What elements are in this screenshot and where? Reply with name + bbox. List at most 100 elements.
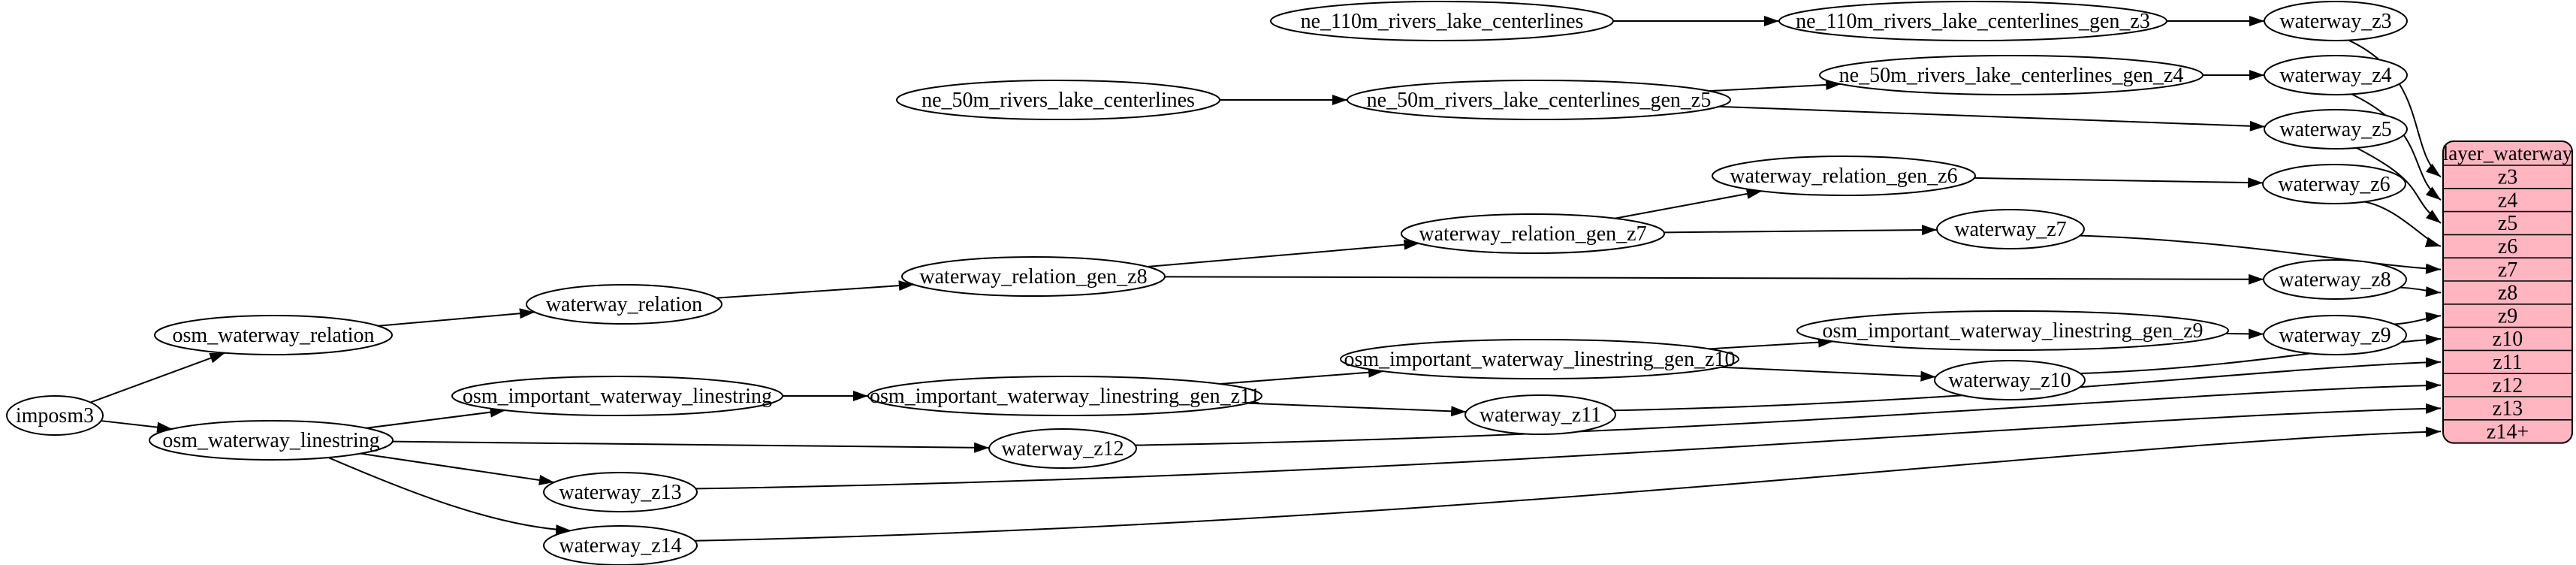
edge-waterway_z11-to-layer_waterway-z11 (1613, 357, 2442, 412)
node-ellipse-waterway_relation (526, 284, 722, 325)
node-label-ne_110m_rivers_lake_centerlines: ne_110m_rivers_lake_centerlines (1301, 10, 1584, 33)
edge-waterway_z6-to-layer_waterway-z6 (2364, 201, 2442, 247)
edge-osm_waterway_linestring-to-waterway_z14 (327, 457, 572, 536)
table-row-z5: z5 (2498, 212, 2517, 235)
nodes-layer: imposm3 osm_waterway_relation osm_waterway… (6, 1, 2408, 565)
node-label-ne_50m_rivers_lake_centerlines_gen_z4: ne_50m_rivers_lake_centerlines_gen_z4 (1839, 64, 2184, 87)
node-ellipse-waterway_z7 (1936, 209, 2085, 249)
node-label-osm_important_waterway_linestring_gen_z11: osm_important_waterway_linestring_gen_z1… (870, 385, 1260, 408)
node-waterway_relation: waterway_relation (526, 284, 722, 325)
node-waterway_z5: waterway_z5 (2264, 109, 2408, 150)
edge-waterway_z3-to-layer_waterway-z3 (2348, 39, 2442, 178)
edge-osm_waterway_linestring-to-osm_important_waterway_linestring (366, 406, 505, 429)
node-waterway_z9: waterway_z9 (2263, 315, 2407, 355)
edge-ne_50m_rivers_lake_centerlines_gen_z5-to-waterway_z5 (1718, 105, 2265, 131)
table-row-z12: z12 (2493, 374, 2523, 397)
node-waterway_z4: waterway_z4 (2264, 55, 2408, 95)
node-ellipse-ne_110m_rivers_lake_centerlines_gen_z3 (1778, 1, 2167, 41)
node-label-waterway_relation: waterway_relation (546, 293, 702, 316)
node-label-waterway_z6: waterway_z6 (2278, 173, 2390, 196)
node-label-waterway_z7: waterway_z7 (1954, 218, 2066, 241)
node-label-osm_important_waterway_linestring_gen_z9: osm_important_waterway_linestring_gen_z9 (1823, 319, 2203, 343)
node-ellipse-waterway_z8 (2263, 259, 2407, 300)
node-label-ne_110m_rivers_lake_centerlines_gen_z3: ne_110m_rivers_lake_centerlines_gen_z3 (1796, 10, 2150, 33)
table-row-z6: z6 (2498, 235, 2517, 258)
node-waterway_relation_gen_z7: waterway_relation_gen_z7 (1401, 213, 1665, 254)
node-ellipse-waterway_z11 (1464, 394, 1616, 435)
table-row-z11: z11 (2493, 351, 2522, 374)
node-ellipse-ne_50m_rivers_lake_centerlines_gen_z4 (1819, 55, 2203, 95)
node-waterway_z13: waterway_z13 (543, 472, 698, 512)
node-waterway_z14: waterway_z14 (543, 525, 698, 565)
node-ellipse-waterway_z12 (988, 428, 1137, 469)
node-ellipse-waterway_z9 (2263, 315, 2407, 355)
node-ellipse-ne_50m_rivers_lake_centerlines (896, 80, 1220, 120)
edge-waterway_relation_gen_z8-to-waterway_relation_gen_z7 (1147, 239, 1419, 268)
node-ellipse-waterway_z4 (2264, 55, 2408, 95)
node-label-osm_important_waterway_linestring: osm_important_waterway_linestring (463, 385, 772, 408)
node-ellipse-waterway_relation_gen_z8 (901, 256, 1166, 297)
node-ne_110m_rivers_lake_centerlines_gen_z3: ne_110m_rivers_lake_centerlines_gen_z3 (1778, 1, 2167, 41)
node-waterway_z6: waterway_z6 (2262, 164, 2406, 204)
node-osm_important_waterway_linestring_gen_z11: osm_important_waterway_linestring_gen_z1… (867, 376, 1262, 416)
table-outline (2442, 140, 2573, 444)
edge-waterway_z13-to-layer_waterway-z13 (695, 403, 2442, 490)
node-label-waterway_z8: waterway_z8 (2279, 268, 2390, 292)
table-row-z14+: z14+ (2487, 420, 2529, 443)
node-ne_50m_rivers_lake_centerlines_gen_z5: ne_50m_rivers_lake_centerlines_gen_z5 (1347, 80, 1731, 120)
table-title: layer_waterway (2443, 142, 2573, 165)
edge-osm_waterway_linestring-to-waterway_z13 (360, 452, 554, 485)
node-waterway_z7: waterway_z7 (1936, 209, 2085, 249)
node-label-imposm3: imposm3 (16, 404, 94, 428)
node-label-osm_waterway_linestring: osm_waterway_linestring (162, 429, 379, 452)
edge-waterway_relation-to-waterway_relation_gen_z8 (716, 280, 914, 299)
table-row-z3: z3 (2498, 166, 2517, 189)
node-osm_important_waterway_linestring_gen_z10: osm_important_waterway_linestring_gen_z1… (1340, 339, 1739, 379)
edge-waterway_z5-to-layer_waterway-z5 (2356, 147, 2442, 224)
node-ellipse-osm_important_waterway_linestring_gen_z9 (1796, 310, 2229, 351)
node-label-waterway_relation_gen_z6: waterway_relation_gen_z6 (1730, 165, 1957, 188)
node-osm_important_waterway_linestring_gen_z9: osm_important_waterway_linestring_gen_z9 (1796, 310, 2229, 351)
node-label-waterway_z13: waterway_z13 (559, 481, 681, 504)
table-row-z13: z13 (2493, 397, 2523, 421)
node-ellipse-waterway_z10 (1934, 360, 2086, 400)
node-ellipse-imposm3 (6, 395, 104, 436)
node-label-waterway_z12: waterway_z12 (1001, 437, 1124, 461)
table-row-z8: z8 (2498, 282, 2517, 305)
node-label-ne_50m_rivers_lake_centerlines: ne_50m_rivers_lake_centerlines (922, 89, 1195, 112)
node-label-waterway_z14: waterway_z14 (559, 534, 681, 557)
node-ellipse-osm_waterway_linestring (149, 420, 394, 461)
node-ellipse-waterway_z14 (543, 525, 698, 565)
node-label-waterway_z4: waterway_z4 (2279, 64, 2391, 87)
node-ellipse-waterway_z3 (2264, 1, 2408, 41)
node-waterway_z8: waterway_z8 (2263, 259, 2407, 300)
node-waterway_z12: waterway_z12 (988, 428, 1137, 469)
node-label-waterway_z9: waterway_z9 (2279, 324, 2390, 347)
edge-osm_waterway_linestring-to-waterway_z12 (392, 440, 990, 453)
node-ne_110m_rivers_lake_centerlines: ne_110m_rivers_lake_centerlines (1270, 1, 1614, 41)
node-ellipse-waterway_relation_gen_z7 (1401, 213, 1665, 254)
edge-imposm3-to-osm_waterway_relation (90, 352, 225, 403)
table-row-z4: z4 (2498, 189, 2517, 212)
edge-waterway_z4-to-layer_waterway-z4 (2351, 93, 2442, 201)
node-label-osm_important_waterway_linestring_gen_z10: osm_important_waterway_linestring_gen_z1… (1344, 348, 1736, 371)
node-ellipse-waterway_z13 (543, 472, 698, 512)
node-label-osm_waterway_relation: osm_waterway_relation (172, 324, 374, 347)
node-waterway_relation_gen_z8: waterway_relation_gen_z8 (901, 256, 1166, 297)
node-imposm3: imposm3 (6, 395, 104, 436)
node-ne_50m_rivers_lake_centerlines: ne_50m_rivers_lake_centerlines (896, 80, 1220, 120)
edge-osm_important_waterway_linestring_gen_z11-to-waterway_z11 (1247, 402, 1467, 417)
edges-layer (90, 16, 2442, 542)
edge-waterway_relation_gen_z7-to-waterway_z7 (1664, 225, 1938, 236)
node-waterway_z3: waterway_z3 (2264, 1, 2408, 41)
node-ellipse-ne_50m_rivers_lake_centerlines_gen_z5 (1347, 80, 1731, 120)
node-waterway_z11: waterway_z11 (1464, 394, 1616, 435)
node-ellipse-osm_important_waterway_linestring_gen_z10 (1340, 339, 1739, 379)
edge-osm_important_waterway_linestring_gen_z10-to-osm_important_waterway_linestring_gen_z9 (1709, 337, 1834, 350)
edge-osm_important_waterway_linestring_gen_z11-to-osm_important_waterway_linestring_gen_z10 (1220, 367, 1384, 385)
node-label-waterway_z3: waterway_z3 (2279, 10, 2391, 33)
table-row-z9: z9 (2498, 304, 2517, 328)
edge-osm_important_waterway_linestring_gen_z10-to-waterway_z10 (1721, 366, 1936, 382)
edge-waterway_z12-to-layer_waterway-z12 (1135, 380, 2442, 446)
